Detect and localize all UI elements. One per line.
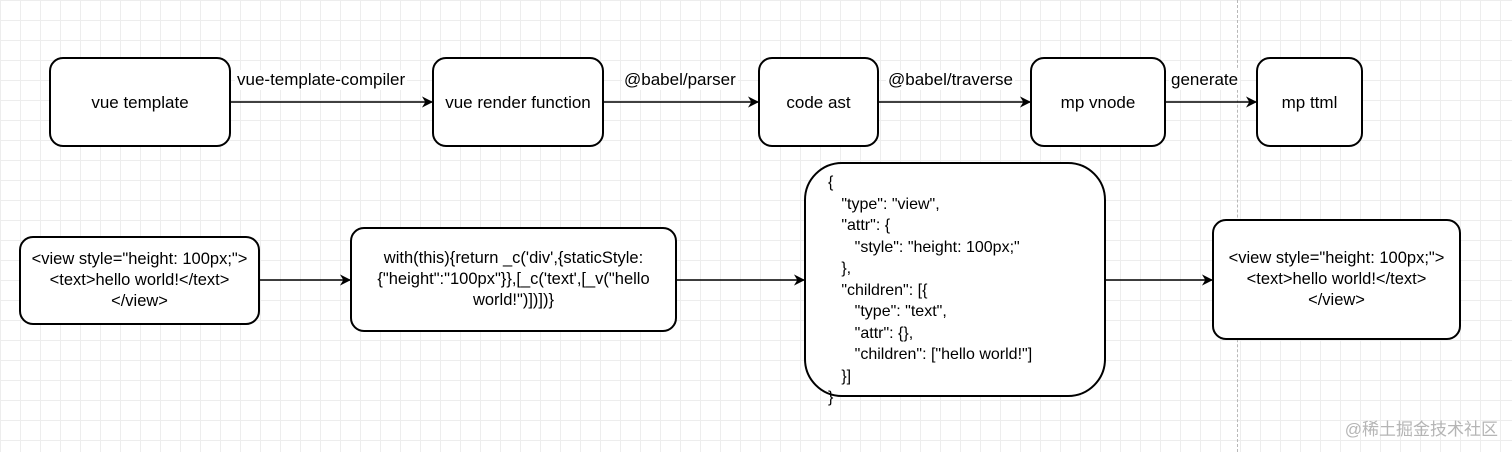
node-mp-vnode-label: mp vnode	[1060, 92, 1136, 112]
node-vue-render-function-label: vue render function	[445, 92, 591, 112]
node-render-code: with(this){return _c('div',{staticStyle:…	[350, 227, 677, 332]
node-input-view-markup-text: <view style="height: 100px;"> <text>hell…	[31, 250, 248, 310]
watermark: @稀土掘金技术社区	[1344, 420, 1498, 439]
node-code-ast: code ast	[758, 57, 879, 147]
node-vue-template: vue template	[49, 57, 231, 147]
node-mp-ttml: mp ttml	[1256, 57, 1363, 147]
node-mp-vnode: mp vnode	[1030, 57, 1166, 147]
node-output-view-markup-text: <view style="height: 100px;"> <text>hell…	[1228, 249, 1445, 309]
node-mp-ttml-label: mp ttml	[1281, 92, 1338, 112]
node-vue-template-label: vue template	[91, 92, 189, 112]
node-input-view-markup: <view style="height: 100px;"> <text>hell…	[19, 236, 260, 325]
node-render-code-text: with(this){return _c('div',{staticStyle:…	[377, 249, 650, 309]
edge-label-generate: generate	[1169, 70, 1241, 90]
edge-label-parser: @babel/parser	[622, 70, 738, 90]
node-output-view-markup: <view style="height: 100px;"> <text>hell…	[1212, 219, 1461, 340]
edge-label-traverse: @babel/traverse	[886, 70, 1015, 90]
node-vnode-json: { "type": "view", "attr": { "style": "he…	[804, 162, 1106, 406]
node-code-ast-label: code ast	[786, 92, 851, 112]
edge-label-compiler: vue-template-compiler	[235, 70, 408, 90]
node-vnode-json-text: { "type": "view", "attr": { "style": "he…	[828, 174, 1033, 406]
node-vue-render-function: vue render function	[432, 57, 604, 147]
